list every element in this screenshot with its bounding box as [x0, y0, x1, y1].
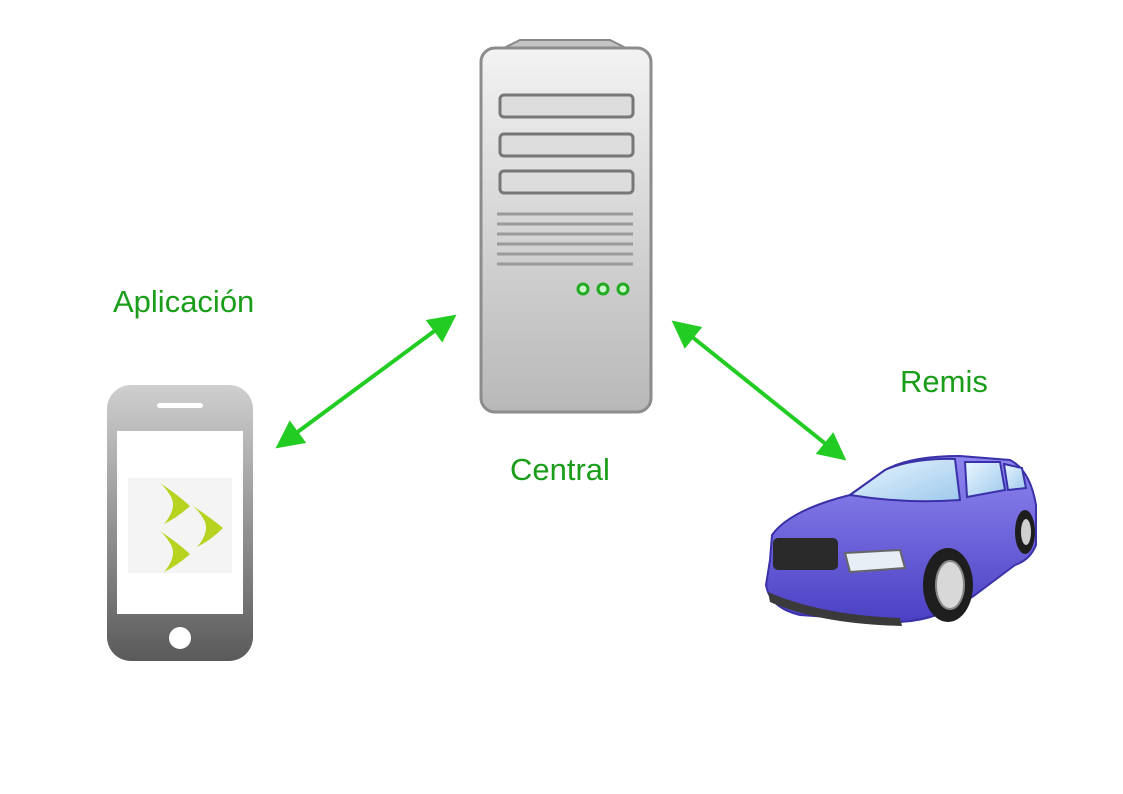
- front-bumper: [768, 592, 902, 626]
- home-button: [169, 627, 191, 649]
- windshield: [847, 457, 962, 503]
- headlight: [843, 548, 907, 574]
- car-icon: [764, 454, 1037, 626]
- rear-wheel: [1015, 510, 1035, 554]
- side-window: [1002, 462, 1028, 492]
- drive-bay: [498, 93, 635, 119]
- central-label: Central: [510, 452, 610, 487]
- drive-bay: [498, 132, 635, 158]
- vent-grille: [497, 212, 633, 266]
- speaker-slot: [157, 403, 203, 408]
- front-wheel: [923, 548, 973, 622]
- server-icon: [479, 39, 653, 414]
- application-label: Aplicación: [113, 284, 255, 319]
- status-leds: [576, 282, 630, 296]
- remis-label: Remis: [900, 364, 988, 399]
- front-grille: [773, 538, 838, 570]
- arrow-central-remis: [671, 320, 847, 461]
- side-window: [963, 461, 1007, 499]
- smartphone-icon: [107, 385, 253, 661]
- arrow-app-central: [275, 314, 457, 449]
- app-logo-icon: [128, 478, 232, 573]
- drive-bay: [498, 169, 635, 195]
